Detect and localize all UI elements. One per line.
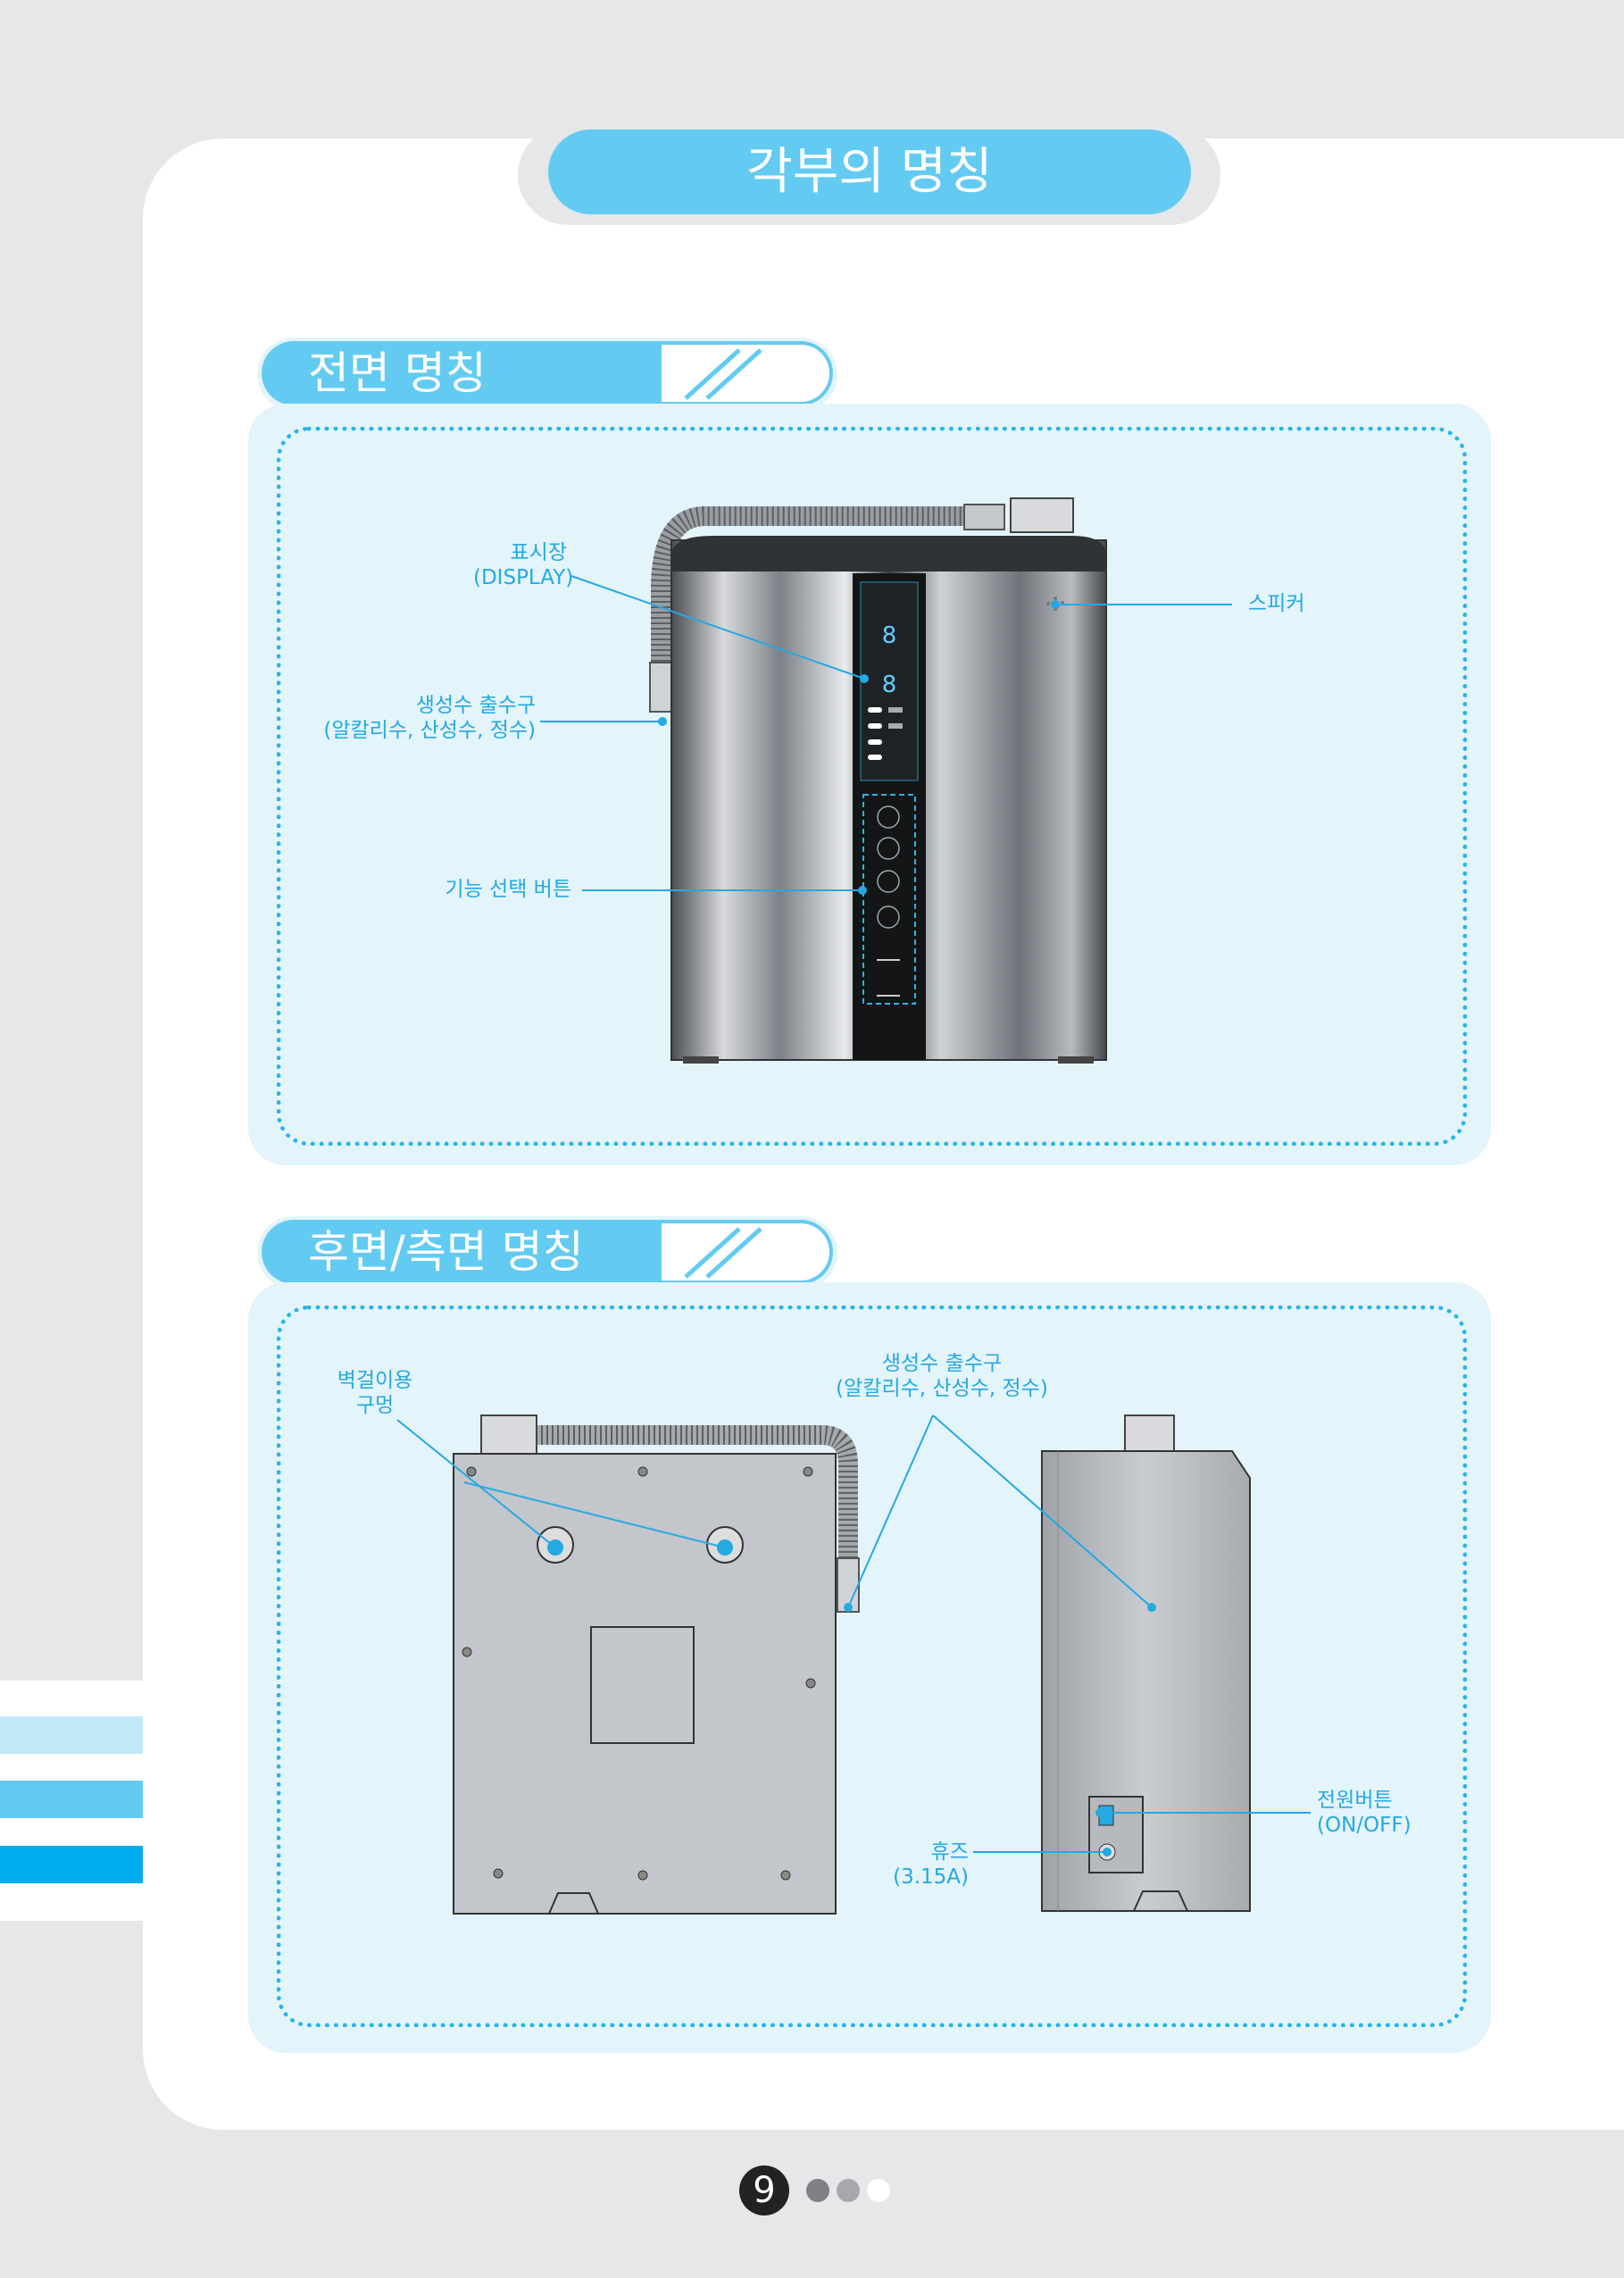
svg-text:8: 8: [882, 672, 897, 698]
speaker-label: 스피커: [1248, 592, 1305, 615]
rear-outlet-line1: 생성수 출수구: [881, 1352, 1003, 1375]
front-outlet-label: 생성수 출수구 (알칼리수, 산성수, 정수): [304, 693, 536, 743]
side-device-illustration: [1041, 1414, 1251, 1912]
rear-outlet-label: 생성수 출수구 (알칼리수, 산성수, 정수): [826, 1351, 1058, 1401]
page-number: 9: [739, 2165, 789, 2215]
fuse-label: 휴즈(3.15A): [893, 1840, 969, 1889]
wall-mount-line2: 구멍: [355, 1394, 395, 1417]
front-panel-border: [277, 427, 1467, 1146]
rear-device-illustration: [453, 1414, 860, 1915]
display-label: 표시장 (DISPLAY): [473, 540, 574, 590]
svg-text:8: 8: [882, 622, 897, 649]
power-line1: 전원버튼: [1317, 1789, 1393, 1812]
side-stripe-pale-blue: [0, 1716, 143, 1754]
side-stripe-mid-blue: [0, 1781, 143, 1818]
footer-dot-1: [806, 2179, 829, 2202]
power-button-label: 전원버튼 (ON/OFF): [1317, 1788, 1415, 1838]
side-stripe-white-4: [0, 1883, 143, 1921]
rear-leader-lines: [396, 1414, 1311, 1853]
front-device-illustration: 8 8: [649, 497, 1107, 1064]
power-line2: (ON/OFF): [1317, 1814, 1412, 1837]
front-outlet-line2: (알칼리수, 산성수, 정수): [323, 719, 536, 742]
front-leader-lines: [540, 575, 1232, 891]
side-stripe-white: [0, 1681, 143, 1718]
wall-mount-line1: 벽걸이용: [337, 1369, 413, 1392]
page-title: 각부의 명칭: [548, 129, 1191, 214]
heading-slashes: [684, 348, 762, 1279]
function-buttons-label: 기능 선택 버튼: [445, 878, 571, 901]
rear-heading-text: 후면/측면 명칭: [308, 1226, 584, 1278]
rear-panel-border: [277, 1306, 1467, 2027]
footer-dot-3: [867, 2179, 890, 2202]
front-outlet-line1: 생성수 출수구: [415, 694, 536, 717]
front-heading-text: 전면 명칭: [308, 347, 487, 399]
wall-mount-label: 벽걸이용 구멍: [330, 1368, 420, 1418]
side-stripe-strong-blue: [0, 1846, 143, 1883]
display-label-ko: 표시장: [510, 541, 567, 564]
footer-dot-2: [837, 2179, 860, 2202]
rear-outlet-line2: (알칼리수, 산성수, 정수): [836, 1377, 1048, 1400]
display-label-en: (DISPLAY): [473, 566, 574, 589]
